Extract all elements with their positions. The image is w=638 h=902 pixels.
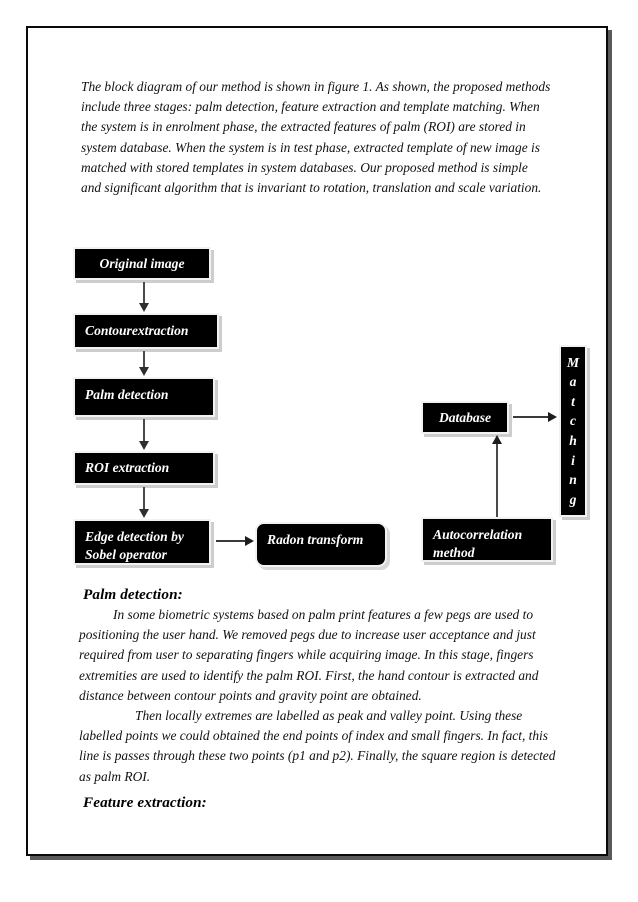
matching-letter: i xyxy=(571,452,575,468)
diagram-node-roi-extraction: ROI extraction xyxy=(73,451,215,485)
arrow-original-to-contour xyxy=(139,282,149,312)
intro-paragraph: The block diagram of our method is shown… xyxy=(81,79,551,196)
node-label: Radon transform xyxy=(267,532,364,547)
palm-detection-paragraph: In some biometric systems based on palm … xyxy=(79,605,557,706)
arrow-contour-to-palm xyxy=(139,351,149,376)
arrow-autocorrelation-to-database xyxy=(492,435,502,517)
matching-letter: t xyxy=(571,393,575,409)
arrow-roi-to-edge xyxy=(139,487,149,518)
matching-letter: a xyxy=(569,374,577,390)
node-label: Original image xyxy=(99,255,185,271)
diagram-node-original-image: Original image xyxy=(73,247,211,280)
node-label: Autocorrelation method xyxy=(433,527,523,560)
node-label: Palm detection xyxy=(85,387,169,402)
matching-letter: c xyxy=(569,413,577,429)
diagram-node-radon-transform: Radon transform xyxy=(255,522,387,567)
palm-detection-paragraph-text: In some biometric systems based on palm … xyxy=(79,607,539,703)
arrow-palm-to-roi xyxy=(139,419,149,450)
node-label: Edge detection by Sobel operator xyxy=(85,529,184,562)
page-inner-border: The block diagram of our method is shown… xyxy=(28,28,606,854)
node-label: ROI extraction xyxy=(85,460,170,475)
palm-detection-heading: Palm detection: xyxy=(83,586,183,603)
matching-letter: n xyxy=(569,472,577,488)
diagram-node-palm-detection: Palm detection xyxy=(73,377,215,417)
matching-letter: h xyxy=(569,433,577,448)
feature-extraction-heading: Feature extraction: xyxy=(83,794,207,811)
diagram-node-autocorrelation-method: Autocorrelation method xyxy=(421,517,553,562)
matching-letter: M xyxy=(566,354,580,370)
matching-letter: g xyxy=(569,491,577,507)
document-page: The block diagram of our method is shown… xyxy=(26,26,608,856)
arrow-edge-to-radon xyxy=(216,536,254,546)
diagram-node-contour-extraction: Contourextraction xyxy=(73,313,219,349)
then-paragraph: Then locally extremes are labelled as pe… xyxy=(79,706,557,787)
diagram-node-database: Database xyxy=(421,401,509,434)
arrow-database-to-matching xyxy=(513,412,557,422)
diagram-node-edge-detection: Edge detection by Sobel operator xyxy=(73,519,211,565)
node-label: Contourextraction xyxy=(85,323,189,338)
block-diagram: Original image Contourextraction Palm de… xyxy=(29,29,611,859)
then-paragraph-text: Then locally extremes are labelled as pe… xyxy=(79,708,556,784)
node-label: Database xyxy=(438,409,492,425)
